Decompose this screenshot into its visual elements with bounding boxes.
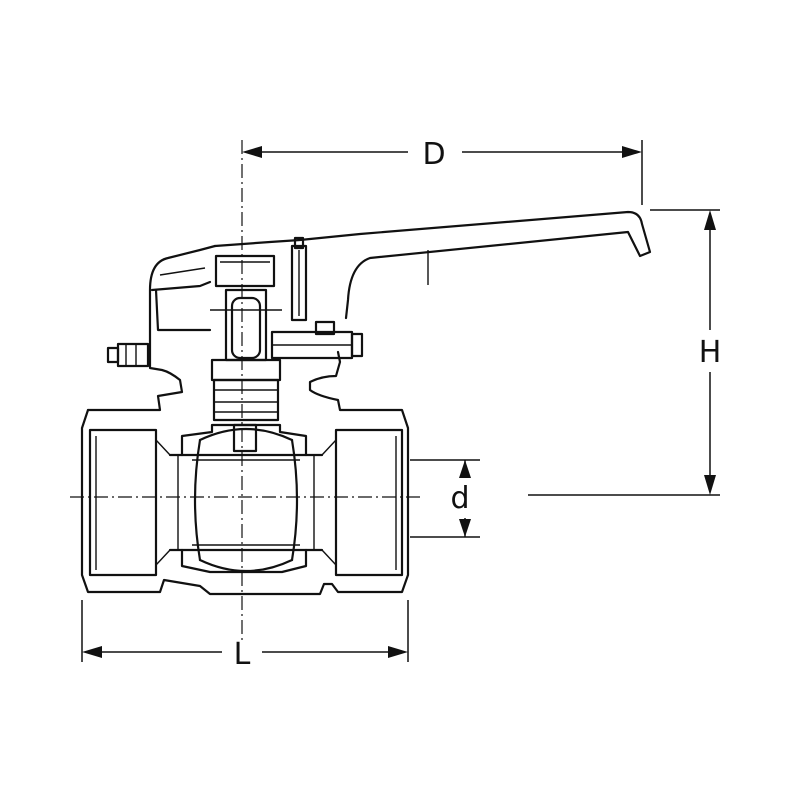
dimension-label-d: d: [450, 481, 469, 516]
valve-ball: [192, 423, 300, 573]
left-plug: [106, 342, 150, 368]
dimension-l: L: [81, 600, 409, 672]
dimension-h: H: [528, 209, 722, 496]
lock-pin: [290, 236, 308, 322]
center-lines: [70, 140, 420, 640]
valve-body: [80, 244, 410, 596]
dimension-label-H: H: [699, 335, 722, 370]
dimension-d-lower: d: [410, 459, 480, 538]
dimension-d-upper: D: [242, 137, 643, 205]
dimension-label-D: D: [422, 137, 445, 172]
lever-handle: [150, 210, 652, 332]
side-bolt: [270, 320, 364, 360]
dimension-label-L: L: [234, 637, 251, 672]
valve-stem: [210, 254, 282, 422]
